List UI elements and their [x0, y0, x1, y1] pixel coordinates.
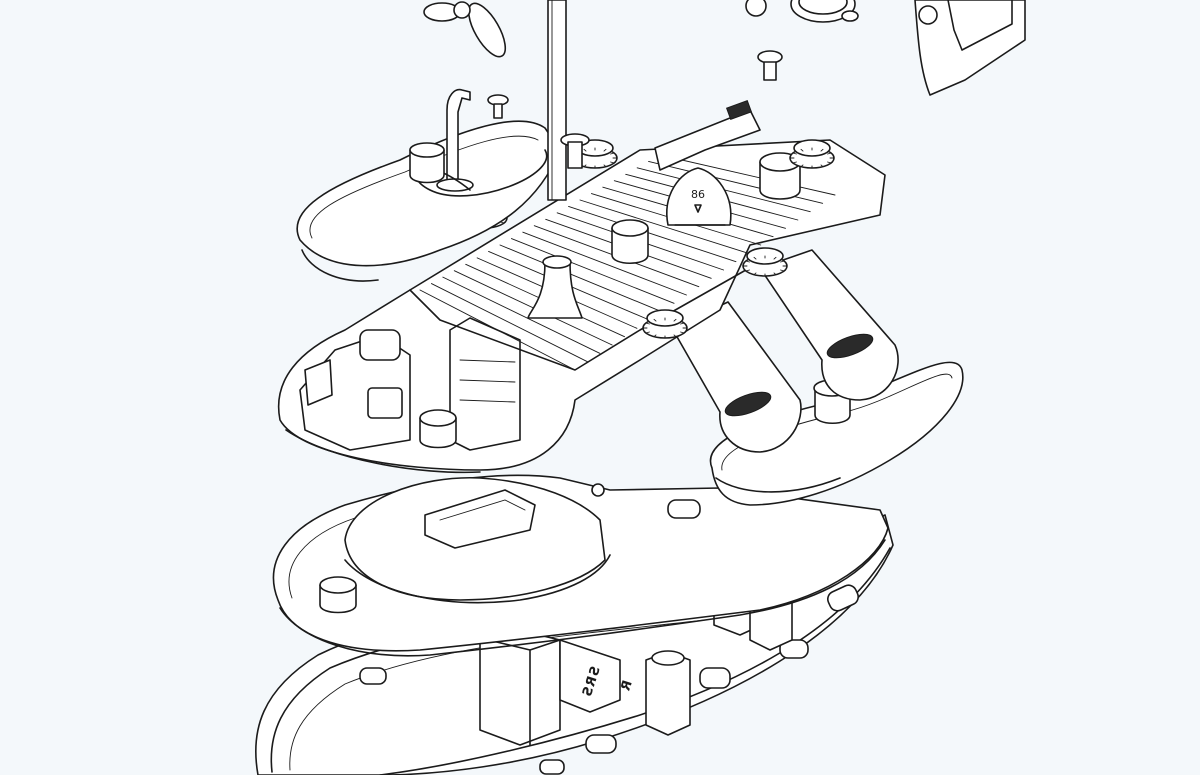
hull-marking-letter: R: [618, 679, 636, 694]
middle-deck: [272, 474, 889, 657]
deck-ribs: [419, 154, 836, 371]
screw-fastener: [487, 94, 509, 119]
deck-rib: [579, 199, 749, 254]
control-display: [725, 99, 753, 121]
plug-fastener: [757, 50, 783, 81]
deck-rib: [659, 154, 836, 196]
crane-arm: [436, 88, 474, 192]
pontoon-bollard-left: [409, 142, 445, 184]
hull-portholes: [359, 584, 859, 775]
deck-rib: [568, 205, 737, 263]
support-tubes: [671, 249, 899, 453]
gear-knob: [572, 139, 618, 169]
deck-bollard: [319, 576, 357, 614]
main-deck: 86: [277, 99, 886, 474]
mast: [547, 0, 590, 201]
deck-pedestal: [344, 476, 611, 604]
deck-window: [667, 499, 701, 519]
cockpit-bollard: [419, 409, 457, 449]
deck-rib: [510, 238, 675, 304]
deck-rib: [442, 276, 601, 354]
rope-coil: [745, 0, 859, 23]
gear-knob: [789, 139, 835, 169]
deck-rib: [522, 231, 687, 296]
deck-peg: [591, 483, 605, 497]
hull-cabin-block: [479, 627, 621, 746]
control-strip: [654, 109, 761, 171]
deck-vent: [527, 255, 583, 319]
beacon-label: 86: [691, 188, 705, 201]
warning-beacon: 86: [666, 167, 732, 226]
propeller: [423, 1, 507, 58]
cabin-canopy: [914, 0, 1026, 96]
cockpit: [299, 317, 521, 451]
left-pontoon: [296, 88, 561, 282]
deck-rib: [499, 244, 663, 313]
gear-knob: [642, 309, 688, 339]
deck-bollard-top: [611, 219, 649, 265]
gear-knob: [742, 247, 788, 277]
deck-rib: [430, 283, 588, 363]
